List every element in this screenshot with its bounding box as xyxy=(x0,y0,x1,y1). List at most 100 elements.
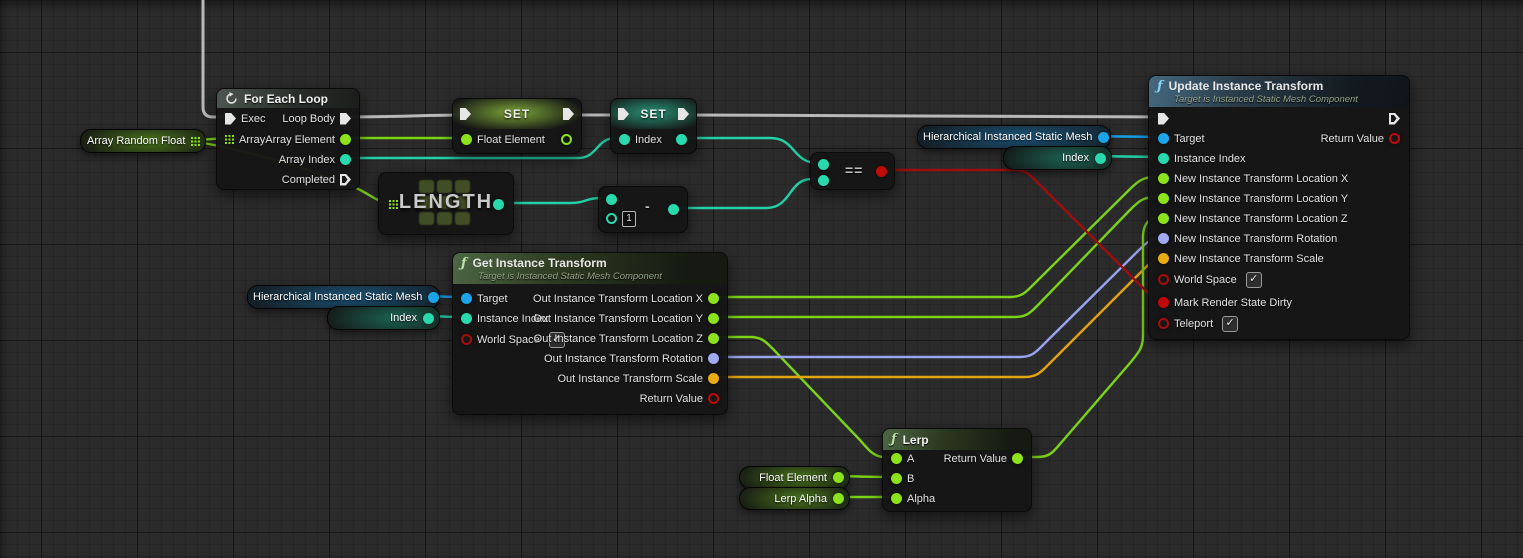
int-pin xyxy=(818,159,829,170)
pin-output-unconnected[interactable] xyxy=(561,132,572,147)
pin-length-out[interactable] xyxy=(493,197,504,212)
pin-loop-body[interactable]: Loop Body xyxy=(282,111,351,126)
pin-out-location-z[interactable]: Out Instance Transform Location Z xyxy=(534,331,719,346)
node-equals[interactable]: == xyxy=(810,152,895,190)
float-pin xyxy=(1158,173,1169,184)
pin-instance-index[interactable]: Instance Index xyxy=(461,311,549,326)
pin-lerp-b[interactable]: B xyxy=(891,471,914,486)
getter-index-left[interactable]: Index xyxy=(327,306,440,330)
pin-array-in[interactable]: Array xyxy=(225,132,265,147)
float-pin xyxy=(708,293,719,304)
pin-out-rotation[interactable]: Out Instance Transform Rotation xyxy=(544,351,719,366)
node-array-length[interactable]: LENGTH xyxy=(378,172,514,235)
pin-equals-out[interactable] xyxy=(876,164,887,179)
getter-array-random-float[interactable]: Array Random Float xyxy=(80,129,206,153)
node-get-instance-transform[interactable]: ƒ Get Instance Transform Target is Insta… xyxy=(452,252,728,415)
pin-array-in[interactable] xyxy=(389,197,398,212)
int-pin xyxy=(1158,153,1169,164)
exec-out-icon[interactable] xyxy=(678,108,689,120)
node-update-instance-transform[interactable]: ƒ Update Instance Transform Target is In… xyxy=(1148,75,1410,340)
pin-index[interactable]: Index xyxy=(619,132,662,147)
pin-exec-in[interactable]: Exec xyxy=(225,111,265,126)
pin-out-scale[interactable]: Out Instance Transform Scale xyxy=(557,371,719,386)
getter-index-right[interactable]: Index xyxy=(1003,146,1112,170)
int-pin xyxy=(461,313,472,324)
float-pin xyxy=(891,473,902,484)
get-instance-transform-header[interactable]: ƒ Get Instance Transform Target is Insta… xyxy=(453,253,727,284)
getter-float-element[interactable]: Float Element xyxy=(739,466,850,489)
lerp-header[interactable]: ƒ Lerp xyxy=(883,429,1031,450)
pin-new-scale[interactable]: New Instance Transform Scale xyxy=(1158,251,1324,266)
wire-get-y-update xyxy=(717,195,1166,319)
int-pin xyxy=(606,194,617,205)
exec-out-icon[interactable] xyxy=(563,108,574,120)
object-pin xyxy=(1158,133,1169,144)
array-grid-icon xyxy=(225,135,227,137)
node-for-each-loop[interactable]: For Each Loop Exec Array Loop Body Array… xyxy=(216,88,360,190)
pin-array-element[interactable]: Array Element xyxy=(265,132,351,147)
function-icon: ƒ xyxy=(891,432,897,447)
getter-label: Hierarchical Instanced Static Mesh xyxy=(253,291,423,303)
pin-exec-in[interactable] xyxy=(1158,111,1169,126)
world-space-checkbox[interactable]: ✓ xyxy=(548,331,565,348)
pin-target[interactable]: Target xyxy=(461,291,508,306)
exec-in-icon[interactable] xyxy=(618,108,629,120)
set-header[interactable]: SET xyxy=(453,99,581,129)
pin-label: Return Value xyxy=(1320,132,1384,145)
getter-label: Lerp Alpha xyxy=(774,492,827,505)
exec-in-icon[interactable] xyxy=(460,108,471,120)
pin-equals-b[interactable] xyxy=(818,173,829,188)
pin-teleport[interactable]: Teleport ✓ xyxy=(1158,315,1239,332)
literal-value-input[interactable]: 1 xyxy=(622,210,636,227)
pin-subtract-a[interactable] xyxy=(606,192,617,207)
pin-new-rotation[interactable]: New Instance Transform Rotation xyxy=(1158,231,1337,246)
node-set-float-element[interactable]: SET Float Element xyxy=(452,98,582,154)
getter-label: Array Random Float xyxy=(87,135,186,147)
exec-out-hollow-icon xyxy=(1389,112,1400,125)
node-subtract[interactable]: 1 - xyxy=(598,186,688,233)
pin-mark-render-state-dirty[interactable]: Mark Render State Dirty xyxy=(1158,295,1292,310)
set-header[interactable]: SET xyxy=(611,99,696,129)
pin-lerp-return[interactable]: Return Value xyxy=(944,451,1023,466)
float-pin xyxy=(833,493,844,504)
pin-out-location-y[interactable]: Out Instance Transform Location Y xyxy=(533,311,719,326)
pin-subtract-out[interactable] xyxy=(668,202,679,217)
pin-subtract-b[interactable]: 1 xyxy=(606,210,636,227)
pin-lerp-alpha[interactable]: Alpha xyxy=(891,491,935,506)
pin-return-value[interactable]: Return Value xyxy=(640,391,719,406)
pin-label: Exec xyxy=(241,112,266,125)
getter-lerp-alpha[interactable]: Lerp Alpha xyxy=(739,487,850,510)
world-space-checkbox[interactable]: ✓ xyxy=(1245,271,1262,288)
pin-new-location-y[interactable]: New Instance Transform Location Y xyxy=(1158,191,1348,206)
node-subtitle: Target is Instanced Static Mesh Componen… xyxy=(1174,94,1358,105)
pin-out-location-x[interactable]: Out Instance Transform Location X xyxy=(533,291,719,306)
pin-instance-index[interactable]: Instance Index xyxy=(1158,151,1246,166)
bool-pin-hollow xyxy=(1158,318,1169,329)
node-lerp[interactable]: ƒ Lerp A B Alpha Return Value xyxy=(882,428,1032,512)
getter-label: Index xyxy=(1062,152,1089,164)
for-each-loop-header[interactable]: For Each Loop xyxy=(217,89,359,108)
pin-array-index[interactable]: Array Index xyxy=(279,152,351,167)
pin-label: Out Instance Transform Rotation xyxy=(544,352,703,365)
wire-get-x-update xyxy=(717,175,1166,299)
pin-float-element[interactable]: Float Element xyxy=(461,132,545,147)
update-instance-transform-header[interactable]: ƒ Update Instance Transform Target is In… xyxy=(1149,76,1409,107)
pin-new-location-z[interactable]: New Instance Transform Location Z xyxy=(1158,211,1348,226)
check-icon: ✓ xyxy=(552,333,562,345)
pin-new-location-x[interactable]: New Instance Transform Location X xyxy=(1158,171,1348,186)
pin-return-value[interactable]: Return Value xyxy=(1321,131,1400,146)
pin-output[interactable] xyxy=(676,132,687,147)
pin-world-space[interactable]: World Space ✓ xyxy=(461,331,565,348)
pin-target[interactable]: Target xyxy=(1158,131,1205,146)
node-set-index[interactable]: SET Index xyxy=(610,98,697,154)
teleport-checkbox[interactable]: ✓ xyxy=(1222,315,1239,332)
pin-label: Target xyxy=(477,292,508,305)
getter-hism-left[interactable]: Hierarchical Instanced Static Mesh xyxy=(247,285,440,309)
pin-completed[interactable]: Completed xyxy=(282,172,351,187)
pin-equals-a[interactable] xyxy=(818,157,829,172)
pin-world-space[interactable]: World Space ✓ xyxy=(1158,271,1262,288)
pin-lerp-a[interactable]: A xyxy=(891,451,914,466)
pin-exec-out[interactable] xyxy=(1389,111,1400,126)
float-pin xyxy=(1012,453,1023,464)
